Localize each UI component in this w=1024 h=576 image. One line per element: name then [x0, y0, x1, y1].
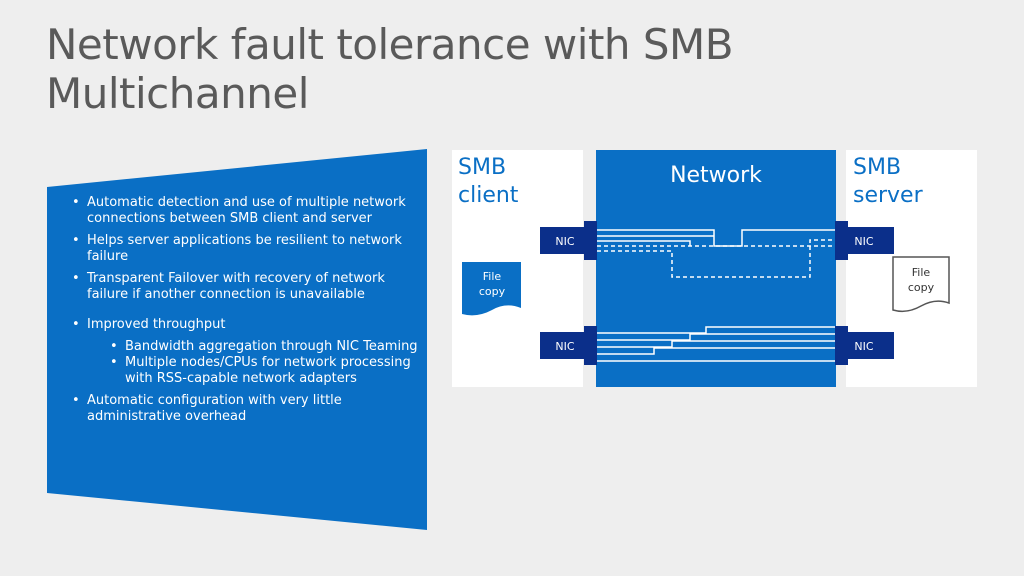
sub-bullet-item: Multiple nodes/CPUs for network processi…	[68, 355, 418, 387]
svg-text:copy: copy	[908, 281, 935, 294]
nic-server-top: NIC	[835, 221, 894, 260]
client-file-copy-icon: File copy	[462, 262, 521, 316]
nic-client-top: NIC	[540, 221, 597, 260]
svg-text:copy: copy	[479, 285, 506, 298]
svg-text:NIC: NIC	[854, 235, 873, 248]
smb-client-label: SMB	[458, 155, 506, 180]
bullet-item: Automatic detection and use of multiple …	[68, 195, 418, 227]
svg-text:NIC: NIC	[555, 235, 574, 248]
page-title: Network fault tolerance with SMB Multich…	[46, 20, 734, 118]
bullet-item: Helps server applications be resilient t…	[68, 233, 418, 265]
svg-text:File: File	[912, 266, 931, 279]
connection-lines-bottom	[597, 326, 835, 362]
bullet-list: Automatic detection and use of multiple …	[68, 195, 418, 431]
bullet-item: Improved throughput	[68, 317, 418, 333]
connection-lines-top	[597, 229, 835, 278]
bullet-item: Automatic configuration with very little…	[68, 393, 418, 425]
svg-text:File: File	[483, 270, 502, 283]
sub-bullet-item: Bandwidth aggregation through NIC Teamin…	[68, 339, 418, 355]
svg-text:NIC: NIC	[854, 340, 873, 353]
smb-client-label-2: client	[458, 183, 519, 208]
smb-server-label: SMB	[853, 155, 901, 180]
nic-client-bottom: NIC	[540, 326, 597, 365]
bullet-item: Transparent Failover with recovery of ne…	[68, 271, 418, 303]
server-file-copy-icon: File copy	[892, 256, 950, 313]
nic-server-bottom: NIC	[835, 326, 894, 365]
network-label: Network	[670, 163, 762, 188]
smb-server-label-2: server	[853, 183, 924, 208]
svg-text:NIC: NIC	[555, 340, 574, 353]
